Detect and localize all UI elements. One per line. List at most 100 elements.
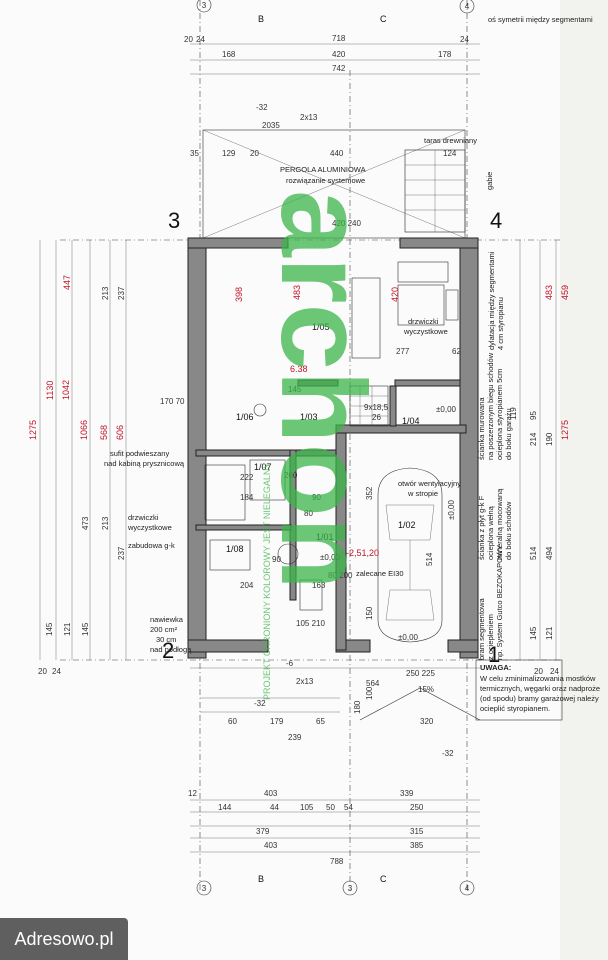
- drzwiczki-right-1: drzwiczki: [408, 317, 439, 326]
- axis-markers: 3 4 B C 3 3 4 B C 3 4 2 1: [162, 0, 502, 896]
- scianka-gk-4: do boku schodów: [504, 501, 513, 560]
- dim-105: 105: [300, 803, 314, 812]
- dim-20-right: 20: [534, 667, 543, 676]
- dim-121-right: 121: [545, 626, 554, 640]
- dim-121-left: 121: [63, 622, 72, 636]
- dim-minus-32-top: -32: [256, 103, 268, 112]
- dim-95-right: 95: [529, 411, 538, 420]
- note-line-3: (od spodu) bramy garażowej należy: [480, 694, 599, 703]
- dim-214-right: 214: [529, 432, 538, 446]
- scianka-gk-1: ścianka z płyt g-k F: [477, 495, 486, 560]
- dim-145-left: 145: [45, 622, 54, 636]
- annotations: sufit podwieszany nad kabiną prysznicową…: [104, 251, 513, 660]
- dim-24: 24: [196, 35, 205, 44]
- note-title: UWAGA:: [480, 663, 511, 672]
- dim-163: 163: [312, 581, 326, 590]
- red-1275-right: 1275: [560, 420, 570, 440]
- note-line-2: termicznych, węgarki oraz nadproże: [480, 684, 600, 693]
- watermark-letters: archon: [256, 190, 390, 590]
- note-line-1: W celu zminimalizowania mostków: [480, 674, 596, 683]
- dim-m32-bottom: -32: [254, 699, 266, 708]
- dim-204: 204: [240, 581, 254, 590]
- dim-119-right: 119: [509, 407, 518, 420]
- red-1130: 1130: [45, 381, 55, 400]
- pergola-title: PERGOLA ALUMINIOWA: [280, 165, 366, 174]
- dim-9x18: 9x18,5: [364, 403, 389, 412]
- axis-3b-bottom: 3: [348, 884, 353, 893]
- dim-494-right: 494: [545, 546, 554, 560]
- red-606: 606: [115, 425, 125, 440]
- top-dimensions: 20 24 718 24 168 420 178 742 oś symetrii…: [184, 15, 593, 75]
- drzwiczki-left-1: drzwiczki: [128, 513, 159, 522]
- dim-178: 178: [438, 50, 452, 59]
- red-251: -2,51,20: [346, 548, 379, 558]
- zabudowa: zabudowa g-k: [128, 541, 175, 550]
- dim-200: 200: [284, 471, 298, 480]
- axis-1-label: 1: [488, 642, 500, 667]
- dim-150: 150: [365, 606, 374, 620]
- dim-180: 180: [353, 700, 362, 714]
- dim-26: 26: [372, 413, 381, 422]
- dim-179: 179: [270, 717, 284, 726]
- dim-129: 129: [222, 149, 236, 158]
- dim-90: 90: [312, 493, 321, 502]
- red-6-38: 6.38: [290, 364, 308, 374]
- dim-m32-right: -32: [442, 749, 454, 758]
- scianka-2: na poszerzonym biegu schodów: [486, 352, 495, 460]
- room-103: 1/03: [300, 412, 318, 422]
- dim-20: 20: [184, 35, 193, 44]
- stairs: [349, 385, 389, 427]
- garage-car: [377, 467, 443, 643]
- axis-4-top: 4: [465, 2, 470, 11]
- dim-403-bottom: 403: [264, 841, 278, 850]
- dim-62: 62: [452, 347, 461, 356]
- scianka-gk-3: mineralną mocowaną: [495, 488, 504, 560]
- nawiewka-1: nawiewka: [150, 615, 184, 624]
- dim-90b: 90: [272, 555, 281, 564]
- room-labels: 1/05 1/06 1/03 1/04 1/07 1/01 1/08 1/02: [226, 322, 420, 554]
- axis-3-label: 3: [168, 208, 180, 233]
- pergola-area: -32 2035 35 129 20 440 124 2x13 420 240 …: [190, 103, 494, 239]
- watermark: archon PROJEKT CHRONIONY KOLOROWY JEST N…: [256, 190, 390, 700]
- axis-4-bottom: 4: [465, 884, 470, 893]
- dim-190-right: 190: [545, 432, 554, 446]
- dim-403-top: 403: [264, 789, 278, 798]
- dim-44: 44: [270, 803, 279, 812]
- room-108: 1/08: [226, 544, 244, 554]
- dim-514-garage: 514: [425, 552, 434, 566]
- room-105: 1/05: [312, 322, 330, 332]
- otwor-1: otwór wentylacyjny: [398, 479, 461, 488]
- scianka-3: ocieplona styropianem 5cm: [495, 369, 504, 460]
- dim-124: 124: [443, 149, 457, 158]
- nawiewka-4: nad podłogą: [150, 645, 192, 654]
- level-0c: ±0,00: [447, 499, 456, 520]
- red-483-right: 483: [544, 285, 554, 300]
- dim-145-right: 145: [529, 626, 538, 640]
- note-box: UWAGA: W celu zminimalizowania mostków t…: [475, 659, 600, 721]
- dim-168: 168: [222, 50, 236, 59]
- room-107: 1/07: [254, 462, 272, 472]
- dim-385: 385: [410, 841, 424, 850]
- red-1275-left: 1275: [28, 420, 38, 440]
- dim-145: 145: [288, 385, 302, 394]
- dim-144: 144: [218, 803, 232, 812]
- red-1066: 1066: [79, 420, 89, 440]
- axis-3-bottom: 3: [202, 884, 207, 893]
- terrace-label: taras drewniany: [424, 136, 477, 145]
- red-483: 483: [292, 285, 302, 300]
- scianka-gk-2: ocieplona wełną: [486, 505, 495, 560]
- site-badge[interactable]: Adresowo.pl: [0, 918, 128, 960]
- dim-80: 80: [304, 509, 313, 518]
- pergola-subtitle: rozwiązanie systemowe: [286, 176, 365, 185]
- zalecane: zalecane EI30: [356, 569, 404, 578]
- left-dimensions: 1275 1130 1042 1066 568 606 447 213 237 …: [28, 240, 127, 676]
- dim-54: 54: [344, 803, 353, 812]
- dim-352: 352: [365, 486, 374, 500]
- dim-35: 35: [190, 149, 199, 158]
- dim-222: 222: [240, 473, 254, 482]
- dim-50: 50: [326, 803, 335, 812]
- dim-12-a: 12: [188, 789, 197, 798]
- room-106: 1/06: [236, 412, 254, 422]
- red-568: 568: [99, 425, 109, 440]
- red-420: 420: [390, 287, 400, 302]
